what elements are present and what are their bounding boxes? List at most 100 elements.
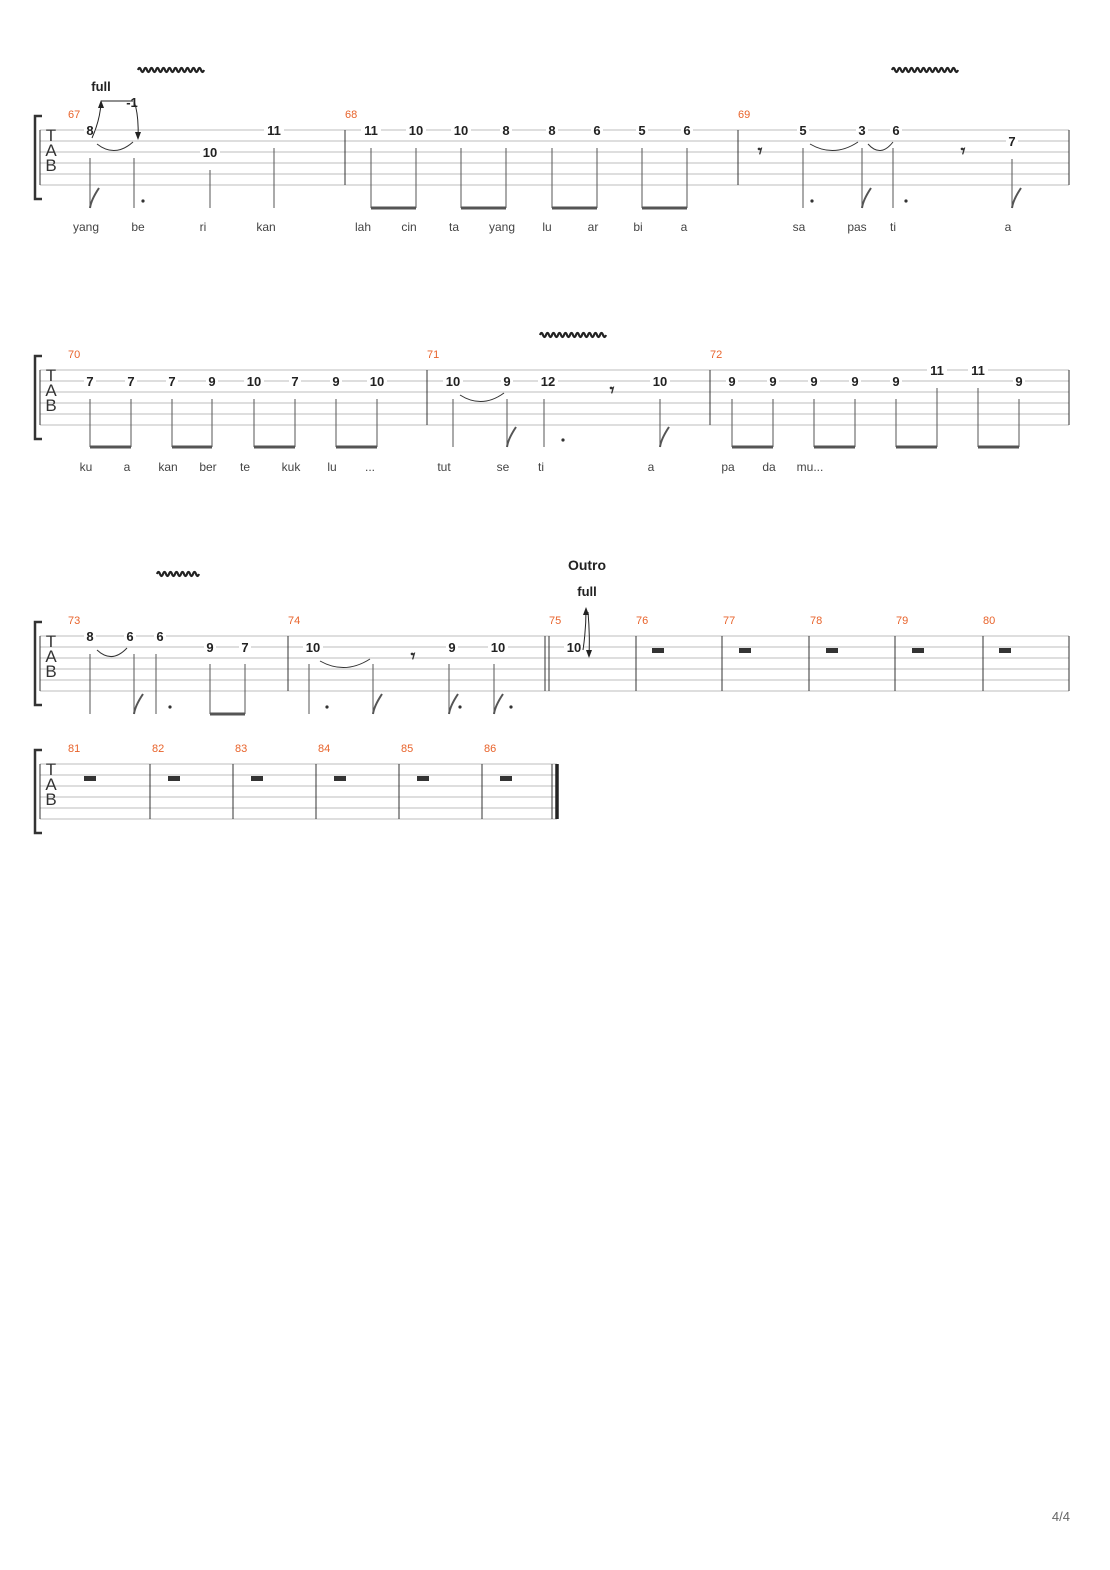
fret-background [849,374,861,387]
fret-number: 3 [858,123,865,138]
vibrato-mark [890,66,960,74]
lyric-syllable: yang [489,220,515,234]
fret-number: 9 [810,374,817,389]
fret-number: 7 [86,374,93,389]
measure-number: 73 [68,615,80,627]
tab-clef-letter: A [45,775,57,794]
fret-background [443,374,463,387]
whole-rest [826,648,838,653]
fret-background [856,123,868,136]
fret-number: 10 [446,374,460,389]
fret-number: 8 [502,123,509,138]
fret-number: 9 [728,374,735,389]
lyric-syllable: te [240,460,250,474]
lyric-syllable: ti [538,460,544,474]
fret-number: 10 [203,145,217,160]
measure-number: 82 [152,743,164,755]
measure-number: 67 [68,109,80,121]
system-bracket [33,354,42,441]
measure-number: 76 [636,615,648,627]
measure-number: 72 [710,349,722,361]
whole-rest [739,648,751,653]
lyric-syllable: kan [256,220,275,234]
fret-number: 10 [247,374,261,389]
bend-amount-label: full [577,584,597,599]
eighth-rest: 𝄾 [411,646,416,667]
release-arrowhead [135,132,141,140]
measure-number: 81 [68,743,80,755]
measure-number: 78 [810,615,822,627]
fret-background [303,640,323,653]
fret-number: 9 [448,640,455,655]
whole-rest [251,776,263,781]
tab-clef-letter: A [45,647,57,666]
fret-background [767,374,779,387]
measure-number: 74 [288,615,300,627]
lyric-syllable: a [681,220,688,234]
fret-number: 7 [241,640,248,655]
fret-number: 6 [683,123,690,138]
whole-rest [500,776,512,781]
fret-number: 8 [86,123,93,138]
fret-background [289,374,301,387]
lyric-syllable: a [124,460,131,474]
measure-number: 83 [235,743,247,755]
fret-background [451,123,471,136]
duration-dot [168,705,172,709]
fret-number: 9 [503,374,510,389]
fret-number: 10 [409,123,423,138]
measure-number: 77 [723,615,735,627]
eighth-rest: 𝄾 [961,141,966,162]
fret-background [125,374,137,387]
tie-slur [867,141,894,151]
fret-background [501,374,513,387]
note-flag [659,426,670,448]
fret-background [1006,134,1018,147]
lyric-syllable: ... [365,460,375,474]
fret-number: 7 [127,374,134,389]
whole-rest [417,776,429,781]
fret-background [538,374,558,387]
lyric-syllable: ku [80,460,93,474]
whole-rest [652,648,664,653]
fret-number: 6 [892,123,899,138]
lyric-syllable: da [762,460,776,474]
measure-number: 80 [983,615,995,627]
duration-dot [561,438,565,442]
fret-background [367,374,387,387]
fret-number: 6 [156,629,163,644]
duration-dot [458,705,462,709]
fret-background [927,363,947,376]
lyric-syllable: pas [847,220,866,234]
note-flag [493,693,504,715]
note-flag [372,693,383,715]
tie-slur [319,658,371,668]
tab-clef-letter: B [45,396,56,415]
fret-background [1013,374,1025,387]
fret-background [406,123,426,136]
fret-background [166,374,178,387]
fret-background [488,640,508,653]
fret-background [239,640,251,653]
whole-rest [168,776,180,781]
lyric-syllable: kan [158,460,177,474]
fret-background [808,374,820,387]
whole-rest [84,776,96,781]
fret-background [591,123,603,136]
fret-number: 9 [769,374,776,389]
fret-number: 9 [206,640,213,655]
fret-background [206,374,218,387]
fret-background [500,123,512,136]
page-number: 4/4 [1051,1509,1070,1524]
fret-number: 11 [930,363,944,378]
lyric-syllable: ta [449,220,459,234]
bend-amount-label: full [91,79,111,94]
system-bracket [33,748,42,835]
fret-number: 9 [1015,374,1022,389]
tab-clef-letter: T [46,126,56,145]
system-bracket [33,114,42,201]
fret-number: 7 [168,374,175,389]
fret-background [890,374,902,387]
fret-background [244,374,264,387]
